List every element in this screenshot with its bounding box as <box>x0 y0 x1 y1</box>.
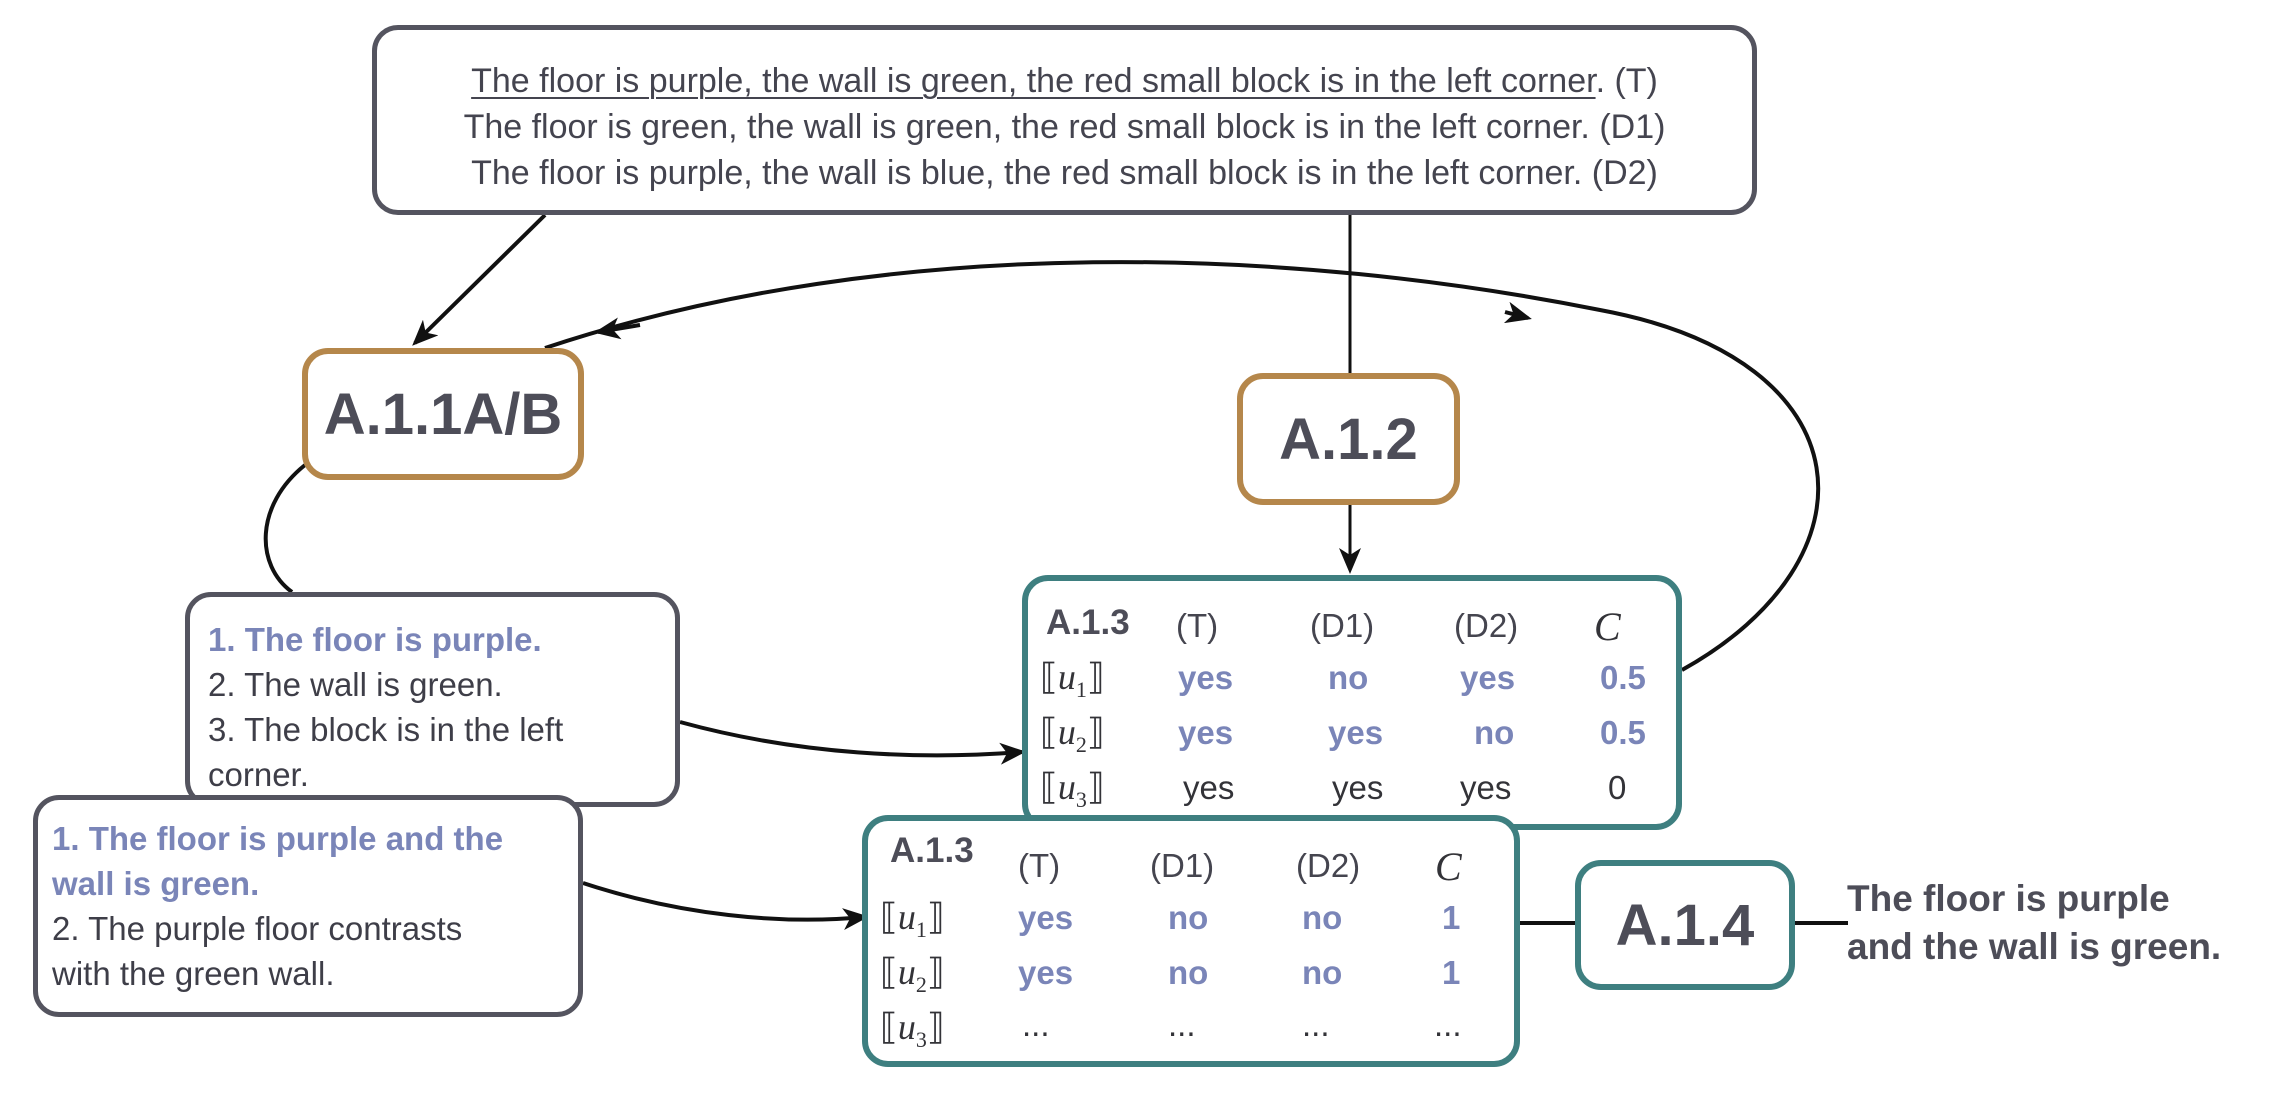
candidate-sentences-box: The floor is purple, the wall is green, … <box>372 25 1757 215</box>
arrowhead-loop-left <box>594 317 641 340</box>
table-bottom-title: A.1.3 <box>890 831 974 870</box>
table-top-r3-d1: yes <box>1332 769 1384 806</box>
table-bottom-r2-d2: no <box>1302 954 1343 991</box>
table-bottom-r1-t: yes <box>1018 899 1074 936</box>
table-top-row3-label: ⟦u3⟧ <box>1040 767 1105 813</box>
table-top-row2-label: ⟦u2⟧ <box>1040 712 1105 758</box>
table-bottom-r2-t: yes <box>1018 954 1074 991</box>
list1-item-3a: 3. The block is in the left <box>208 711 564 748</box>
edge-list1-to-table <box>679 720 1026 765</box>
table-top-r1-c: 0.5 <box>1600 659 1646 696</box>
target-sentence-text: The floor is purple, the wall is green, … <box>471 62 1596 100</box>
distractor-sentence-d2: The floor is purple, the wall is blue, t… <box>471 154 1658 192</box>
list1-item-2: 2. The wall is green. <box>208 666 503 703</box>
edge-list2-to-table <box>582 881 869 931</box>
table-bottom-r2-d1: no <box>1168 954 1209 991</box>
table-a13-bottom-grid: A.1.3 (T) (D1) (D2) C ⟦u1⟧ yes no no 1 ⟦… <box>868 821 1514 1061</box>
table-bottom-r1-d2: no <box>1302 899 1343 936</box>
node-a12: A.1.2 <box>1237 373 1460 505</box>
edge-a11-to-list1 <box>263 463 307 594</box>
arrowhead-loop-right <box>1503 301 1532 324</box>
table-a13-top: A.1.3 (T) (D1) (D2) C ⟦u1⟧ yes no yes 0.… <box>1022 575 1682 830</box>
target-tag: . (T) <box>1595 62 1658 100</box>
edge-sentences-to-a11 <box>412 213 547 346</box>
table-bottom-col-d1: (D1) <box>1150 847 1215 884</box>
final-output-line-2: and the wall is green. <box>1847 926 2222 967</box>
list2-item-1b: wall is green. <box>52 865 260 902</box>
table-bottom-r2-c: 1 <box>1442 954 1461 991</box>
node-a11: A.1.1A/B <box>302 348 584 480</box>
table-top-row1-label: ⟦u1⟧ <box>1040 657 1105 703</box>
table-top-r2-d2: no <box>1474 714 1515 751</box>
final-output-line-1: The floor is purple <box>1847 878 2170 919</box>
table-top-col-d2: (D2) <box>1454 607 1519 644</box>
list2-item-2b: with the green wall. <box>52 955 335 992</box>
table-top-r3-c: 0 <box>1608 769 1627 806</box>
table-a13-top-grid: A.1.3 (T) (D1) (D2) C ⟦u1⟧ yes no yes 0.… <box>1028 581 1676 824</box>
table-top-r3-d2: yes <box>1460 769 1512 806</box>
table-bottom-row1-label: ⟦u1⟧ <box>880 897 945 943</box>
list1-item-1: 1. The floor is purple. <box>208 621 542 658</box>
table-bottom-r3-d1: ... <box>1168 1006 1196 1043</box>
table-top-r1-t: yes <box>1178 659 1234 696</box>
table-top-r1-d2: yes <box>1460 659 1516 696</box>
table-bottom-r3-d2: ... <box>1302 1006 1330 1043</box>
table-bottom-row2-label: ⟦u2⟧ <box>880 952 945 998</box>
distractor-sentence-d1: The floor is green, the wall is green, t… <box>463 108 1666 146</box>
table-top-r1-d1: no <box>1328 659 1369 696</box>
table-top-col-t: (T) <box>1176 607 1219 644</box>
table-top-r2-d1: yes <box>1328 714 1384 751</box>
table-bottom-r1-d1: no <box>1168 899 1209 936</box>
list2-item-1a: 1. The floor is purple and the <box>52 820 504 857</box>
utterance-list-1: 1. The floor is purple. 2. The wall is g… <box>185 592 680 807</box>
table-top-title: A.1.3 <box>1046 603 1130 642</box>
table-top-r2-c: 0.5 <box>1600 714 1646 751</box>
target-sentence: The floor is purple, the wall is green, … <box>377 58 1752 104</box>
table-top-r2-t: yes <box>1178 714 1234 751</box>
table-top-col-c: C <box>1594 604 1621 649</box>
table-bottom-col-c: C <box>1435 844 1462 889</box>
table-top-col-d1: (D1) <box>1310 607 1375 644</box>
list2-item-2a: 2. The purple floor contrasts <box>52 910 463 947</box>
table-bottom-r3-t: ... <box>1022 1006 1050 1043</box>
final-output-text: The floor is purple and the wall is gree… <box>1847 875 2221 971</box>
edge-feedback-loop <box>544 260 1821 672</box>
table-bottom-row3-label: ⟦u3⟧ <box>880 1007 945 1053</box>
list1-item-3b: corner. <box>208 756 309 793</box>
utterance-list-2: 1. The floor is purple and the wall is g… <box>33 795 583 1017</box>
table-top-r3-t: yes <box>1183 769 1235 806</box>
table-bottom-r3-c: ... <box>1434 1006 1462 1043</box>
table-bottom-col-t: (T) <box>1018 847 1061 884</box>
table-bottom-r1-c: 1 <box>1442 899 1461 936</box>
table-bottom-col-d2: (D2) <box>1296 847 1361 884</box>
table-a13-bottom: A.1.3 (T) (D1) (D2) C ⟦u1⟧ yes no no 1 ⟦… <box>862 815 1520 1067</box>
node-a14: A.1.4 <box>1575 860 1795 990</box>
